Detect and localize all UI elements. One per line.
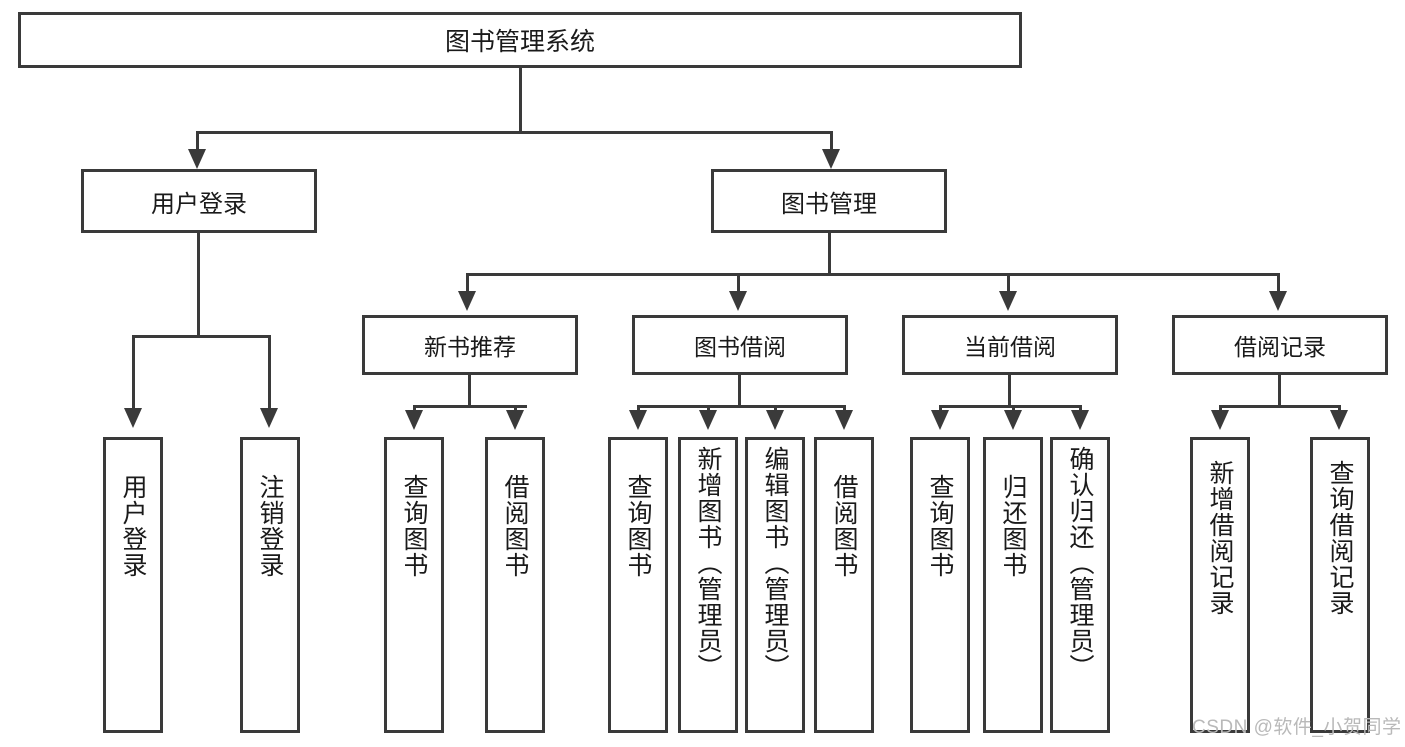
node-leaf-confirm-return-label: 确认归还（管理员） bbox=[1066, 446, 1094, 680]
connector-bb-to-leaf4 bbox=[843, 405, 846, 413]
node-book-borrow[interactable]: 图书借阅 bbox=[632, 315, 848, 375]
connector-borrowrecord-stem bbox=[1278, 375, 1281, 405]
arrowhead-br-to-leaf2 bbox=[1330, 410, 1348, 430]
connector-recommend-stem bbox=[468, 375, 471, 405]
connector-bm-to-borrow bbox=[737, 273, 740, 295]
node-leaf-add-borrow-record-label: 新增借阅记录 bbox=[1206, 460, 1234, 616]
arrowhead-cb-to-leaf3 bbox=[1071, 410, 1089, 430]
node-borrow-record-label: 借阅记录 bbox=[1234, 334, 1326, 360]
node-leaf-query-book-1[interactable]: 查询图书 bbox=[384, 437, 444, 733]
connector-br-to-leaf2 bbox=[1338, 405, 1341, 413]
node-leaf-confirm-return[interactable]: 确认归还（管理员） bbox=[1050, 437, 1110, 733]
arrowhead-bm-to-borrow bbox=[729, 291, 747, 311]
connector-user-login-to-leaf1 bbox=[132, 335, 135, 412]
connector-recommend-to-leaf1 bbox=[413, 405, 416, 413]
node-leaf-user-logout[interactable]: 注销登录 bbox=[240, 437, 300, 733]
arrowhead-cb-to-leaf2 bbox=[1004, 410, 1022, 430]
node-leaf-edit-book-admin[interactable]: 编辑图书（管理员） bbox=[745, 437, 805, 733]
connector-bb-to-leaf1 bbox=[637, 405, 640, 413]
node-root-label: 图书管理系统 bbox=[444, 28, 595, 56]
connector-root-stem bbox=[519, 68, 522, 131]
node-user-login[interactable]: 用户登录 bbox=[81, 169, 317, 233]
node-current-borrow-label: 当前借阅 bbox=[964, 334, 1056, 360]
connector-bm-to-record bbox=[1277, 273, 1280, 295]
connector-root-to-user-login bbox=[196, 131, 199, 153]
node-book-manage-label: 图书管理 bbox=[781, 190, 877, 218]
node-leaf-user-logout-label: 注销登录 bbox=[256, 474, 284, 578]
node-root-system[interactable]: 图书管理系统 bbox=[18, 12, 1022, 68]
connector-user-login-to-leaf2 bbox=[268, 335, 271, 412]
arrowhead-bm-to-current bbox=[999, 291, 1017, 311]
arrowhead-bb-to-leaf4 bbox=[835, 410, 853, 430]
node-leaf-return-book-label: 归还图书 bbox=[999, 474, 1027, 578]
node-leaf-query-borrow-record-label: 查询借阅记录 bbox=[1326, 460, 1354, 616]
node-book-borrow-label: 图书借阅 bbox=[694, 334, 786, 360]
node-leaf-user-login[interactable]: 用户登录 bbox=[103, 437, 163, 733]
node-leaf-borrow-book-1-label: 借阅图书 bbox=[501, 474, 529, 578]
connector-recommend-to-leaf2 bbox=[514, 405, 517, 413]
node-current-borrow[interactable]: 当前借阅 bbox=[902, 315, 1118, 375]
node-leaf-query-book-2[interactable]: 查询图书 bbox=[608, 437, 668, 733]
node-leaf-query-borrow-record[interactable]: 查询借阅记录 bbox=[1310, 437, 1370, 733]
connector-user-login-stem bbox=[197, 233, 200, 335]
arrowhead-recommend-to-leaf1 bbox=[405, 410, 423, 430]
connector-book-manage-stem bbox=[828, 233, 831, 273]
connector-bookborrow-stem bbox=[738, 375, 741, 405]
node-leaf-add-borrow-record[interactable]: 新增借阅记录 bbox=[1190, 437, 1250, 733]
node-leaf-add-book-admin-label: 新增图书（管理员） bbox=[694, 446, 722, 680]
csdn-watermark: CSDN @软件_小贺同学 bbox=[1192, 717, 1402, 738]
node-new-book-recommend-label: 新书推荐 bbox=[424, 334, 516, 360]
arrowhead-user-login-to-leaf2 bbox=[260, 408, 278, 428]
node-leaf-borrow-book-2-label: 借阅图书 bbox=[830, 474, 858, 578]
arrowhead-bm-to-recommend bbox=[458, 291, 476, 311]
connector-bb-to-leaf3 bbox=[774, 405, 777, 413]
node-new-book-recommend[interactable]: 新书推荐 bbox=[362, 315, 578, 375]
arrowhead-root-to-user-login bbox=[188, 149, 206, 169]
connector-bm-to-recommend bbox=[466, 273, 469, 295]
node-leaf-query-book-3[interactable]: 查询图书 bbox=[910, 437, 970, 733]
connector-br-to-leaf1 bbox=[1219, 405, 1222, 413]
arrowhead-cb-to-leaf1 bbox=[931, 410, 949, 430]
connector-bb-to-leaf2 bbox=[707, 405, 710, 413]
arrowhead-recommend-to-leaf2 bbox=[506, 410, 524, 430]
arrowhead-root-to-book-manage bbox=[822, 149, 840, 169]
node-leaf-borrow-book-2[interactable]: 借阅图书 bbox=[814, 437, 874, 733]
connector-cb-to-leaf3 bbox=[1079, 405, 1082, 413]
node-leaf-borrow-book-1[interactable]: 借阅图书 bbox=[485, 437, 545, 733]
node-leaf-add-book-admin[interactable]: 新增图书（管理员） bbox=[678, 437, 738, 733]
connector-cb-to-leaf2 bbox=[1012, 405, 1015, 413]
node-book-manage[interactable]: 图书管理 bbox=[711, 169, 947, 233]
arrowhead-br-to-leaf1 bbox=[1211, 410, 1229, 430]
connector-book-manage-bar bbox=[466, 273, 1280, 276]
node-borrow-record[interactable]: 借阅记录 bbox=[1172, 315, 1388, 375]
arrowhead-bb-to-leaf2 bbox=[699, 410, 717, 430]
connector-bookborrow-bar bbox=[637, 405, 846, 408]
arrowhead-user-login-to-leaf1 bbox=[124, 408, 142, 428]
connector-root-to-book-manage bbox=[830, 131, 833, 153]
connector-borrowrecord-bar bbox=[1219, 405, 1341, 408]
node-leaf-query-book-3-label: 查询图书 bbox=[926, 474, 954, 578]
connector-recommend-bar bbox=[413, 405, 527, 408]
node-leaf-user-login-label: 用户登录 bbox=[119, 474, 147, 578]
connector-cb-to-leaf1 bbox=[939, 405, 942, 413]
arrowhead-bb-to-leaf1 bbox=[629, 410, 647, 430]
node-leaf-query-book-1-label: 查询图书 bbox=[400, 474, 428, 578]
node-user-login-label: 用户登录 bbox=[151, 190, 247, 218]
connector-root-bar bbox=[196, 131, 833, 134]
node-leaf-query-book-2-label: 查询图书 bbox=[624, 474, 652, 578]
arrowhead-bm-to-record bbox=[1269, 291, 1287, 311]
connector-bm-to-current bbox=[1007, 273, 1010, 295]
node-leaf-edit-book-admin-label: 编辑图书（管理员） bbox=[761, 446, 789, 680]
arrowhead-bb-to-leaf3 bbox=[766, 410, 784, 430]
connector-currentborrow-bar bbox=[939, 405, 1080, 408]
connector-currentborrow-stem bbox=[1008, 375, 1011, 405]
connector-user-login-bar bbox=[132, 335, 270, 338]
node-leaf-return-book[interactable]: 归还图书 bbox=[983, 437, 1043, 733]
